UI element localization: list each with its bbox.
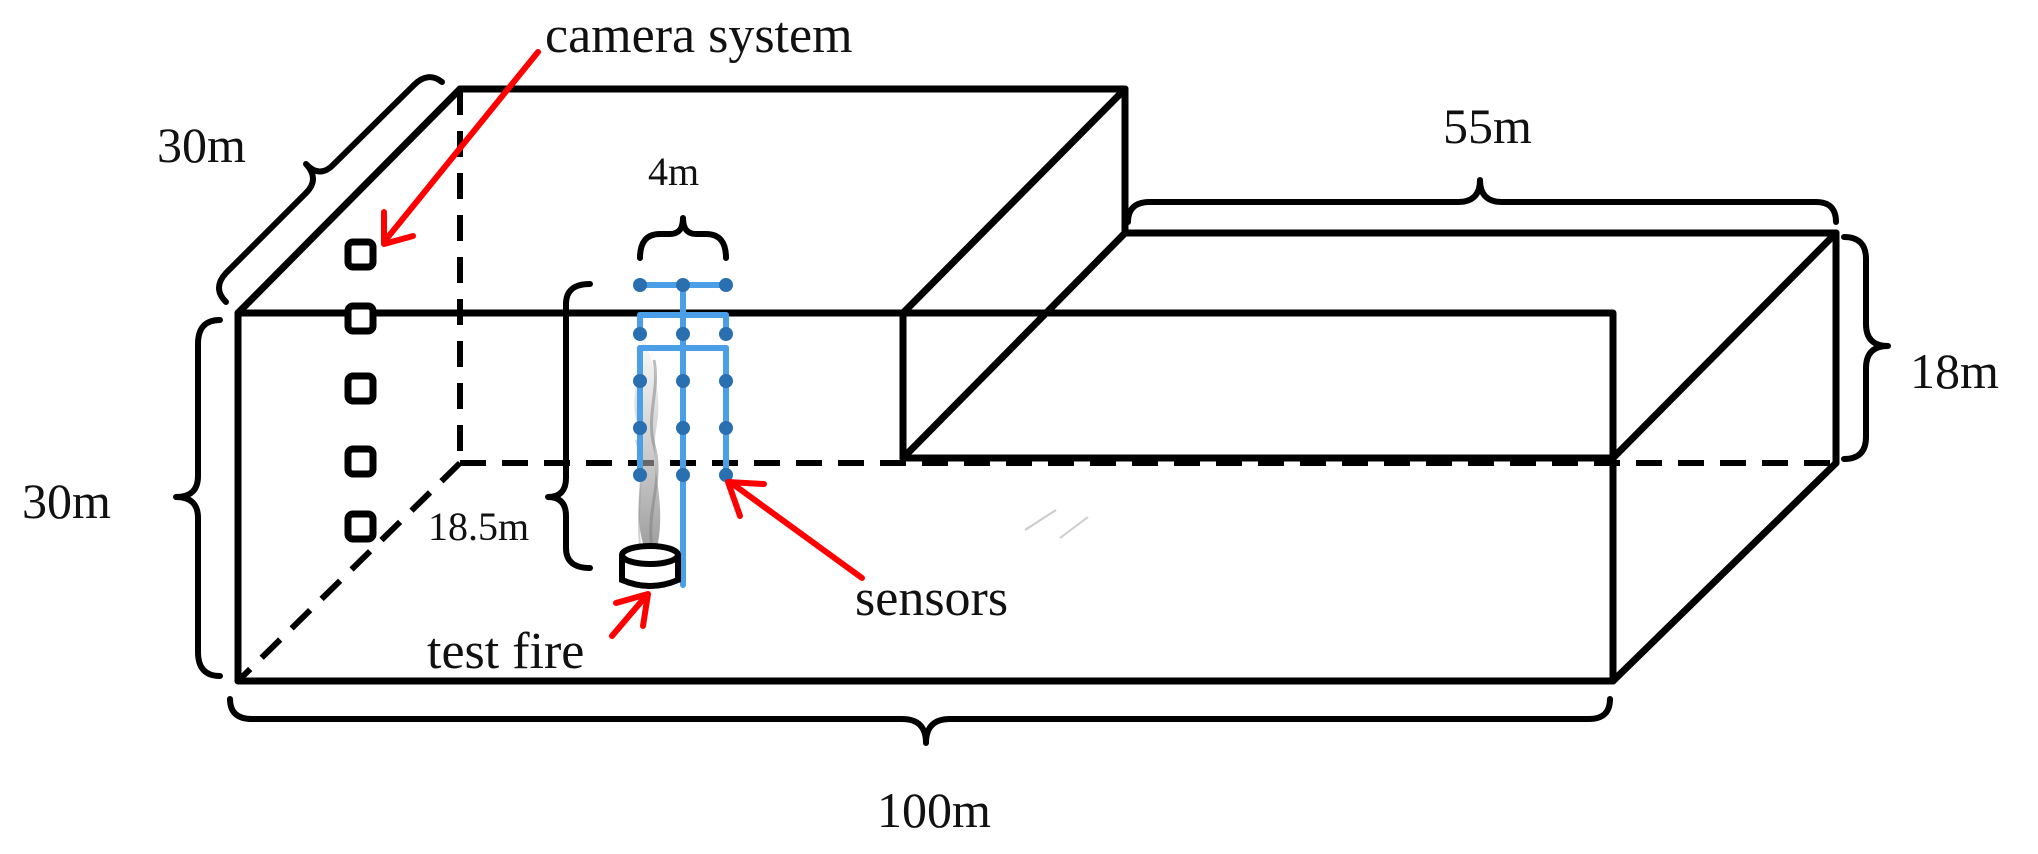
sensor-nodes xyxy=(633,278,733,482)
dim-height-left: 30m xyxy=(22,473,111,529)
brace-sensor-height xyxy=(545,281,593,571)
front-face xyxy=(234,309,1617,685)
brace-length-step xyxy=(1125,177,1839,225)
dim-length-step: 55m xyxy=(1443,98,1532,154)
sensor-node xyxy=(676,374,690,388)
sensor-node xyxy=(719,278,733,292)
sensor-node xyxy=(719,374,733,388)
camera-system xyxy=(344,238,377,543)
dim-sensor-height: 18.5m xyxy=(428,504,529,549)
sensor-node xyxy=(633,278,647,292)
dim-length-bottom: 100m xyxy=(877,782,991,838)
sensor-node xyxy=(676,468,690,482)
arrow-camera-system xyxy=(381,49,541,247)
arrow-sensors xyxy=(725,479,865,581)
faint-marks xyxy=(1024,509,1089,539)
brace-height-right xyxy=(1841,234,1891,462)
camera-square-icon xyxy=(344,445,377,478)
fire-pan-icon xyxy=(619,543,681,589)
callout-arrows xyxy=(381,49,865,639)
brace-length-bottom xyxy=(227,696,1613,746)
sensor-node xyxy=(676,421,690,435)
sensor-node xyxy=(633,374,647,388)
brace-height-left xyxy=(173,317,223,679)
dim-height-right: 18m xyxy=(1910,343,1999,399)
camera-square-icon xyxy=(344,510,377,543)
label-camera-system: camera system xyxy=(545,7,853,64)
building-outline xyxy=(234,85,1840,685)
sensor-node xyxy=(633,468,647,482)
arrow-test-fire xyxy=(609,591,651,639)
sensor-node xyxy=(676,278,690,292)
dim-sensor-width: 4m xyxy=(648,149,699,194)
sensor-node xyxy=(719,421,733,435)
sensor-node xyxy=(676,327,690,341)
sensor-node xyxy=(633,421,647,435)
dimension-braces xyxy=(173,74,1891,746)
brace-sensor-width xyxy=(637,215,729,261)
label-test-fire: test fire xyxy=(427,623,584,680)
camera-square-icon xyxy=(344,238,377,271)
camera-square-icon xyxy=(344,302,377,335)
sensor-node xyxy=(633,327,647,341)
dim-depth-left: 30m xyxy=(157,117,246,173)
brace-depth-left xyxy=(216,74,445,305)
sensor-node xyxy=(719,468,733,482)
sensor-node xyxy=(719,327,733,341)
label-sensors: sensors xyxy=(855,570,1008,627)
camera-square-icon xyxy=(344,372,377,405)
